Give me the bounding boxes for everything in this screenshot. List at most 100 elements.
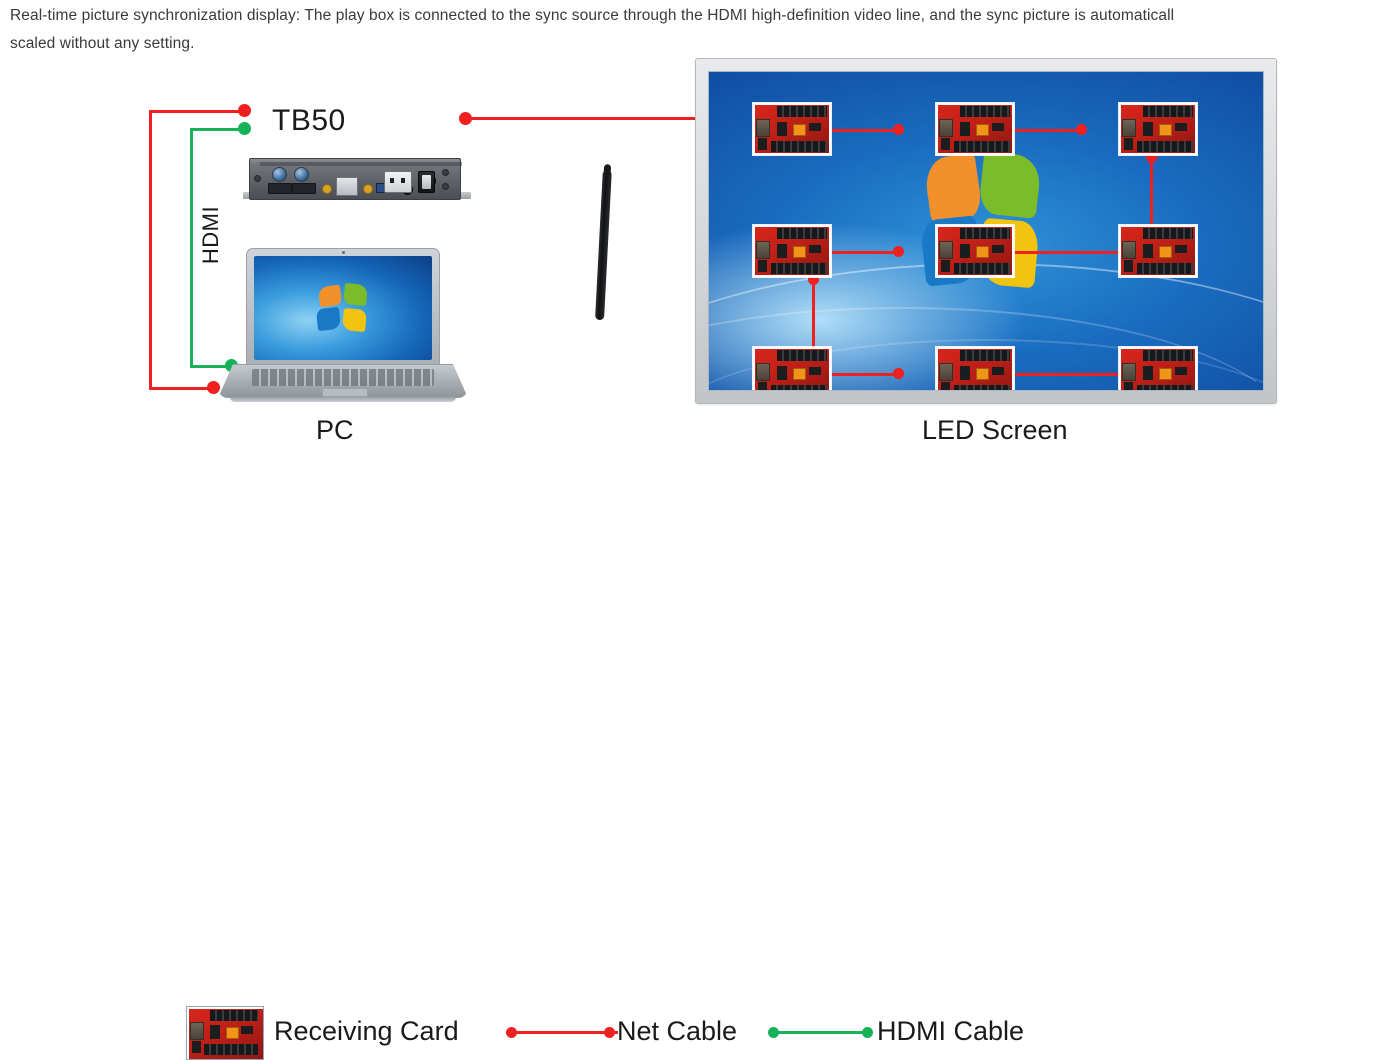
ic-chip-icon — [992, 123, 1004, 131]
ethernet-port-icon — [939, 241, 953, 259]
rca-port-icon — [272, 167, 287, 182]
pin-header-icon — [960, 350, 1010, 361]
receiving-card-pcb — [1121, 349, 1195, 390]
legend-label-hdmi-cable: HDMI Cable — [877, 1016, 1025, 1046]
receiving-card[interactable] — [1119, 347, 1197, 390]
receiving-card[interactable] — [936, 103, 1014, 155]
ic-chip-icon — [960, 244, 970, 258]
ethernet-port-icon — [939, 363, 953, 381]
fpga-chip-icon — [1159, 368, 1172, 380]
ic-chip-icon — [1143, 366, 1153, 380]
receiving-card-pcb — [938, 105, 1012, 153]
net-cable-run-row1 — [785, 129, 898, 132]
ethernet-port-icon — [336, 177, 358, 196]
pin-header-icon — [777, 350, 827, 361]
net-cable-run-col3 — [1150, 157, 1153, 253]
windows-logo-icon — [315, 282, 369, 332]
receiving-card[interactable] — [753, 347, 831, 390]
receiving-card-pcb — [755, 349, 829, 390]
hdmi-cable-segment-left — [190, 128, 193, 368]
led-screen — [695, 58, 1277, 404]
ethernet-port-icon — [756, 241, 770, 259]
pin-header-icon — [1143, 228, 1193, 239]
ic-chip-icon — [1175, 245, 1187, 253]
laptop-keyboard[interactable] — [252, 369, 434, 386]
ic-chip-icon — [941, 260, 950, 272]
antenna-icon — [595, 169, 612, 321]
laptop-screen — [254, 256, 432, 360]
diagram-canvas: Real-time picture synchronization displa… — [0, 0, 1388, 616]
fpga-chip-icon — [976, 124, 989, 136]
pin-header-icon — [960, 106, 1010, 117]
ethernet-port-icon — [939, 119, 953, 137]
ic-chip-icon — [758, 260, 767, 272]
tb50-chassis — [249, 158, 462, 200]
net-cable-run-row1 — [968, 129, 1081, 132]
pin-header-icon — [1143, 350, 1193, 361]
hdmi-port-icon — [292, 183, 316, 194]
ethernet-port-icon — [756, 119, 770, 137]
ethernet-port-icon — [1122, 241, 1136, 259]
ic-chip-icon — [1124, 260, 1133, 272]
pin-header-icon — [960, 228, 1010, 239]
hdmi-port-icon — [268, 183, 292, 194]
ic-chip-icon — [758, 382, 767, 390]
receiving-card-pcb — [755, 227, 829, 275]
ic-chip-icon — [1143, 244, 1153, 258]
hdmi-cable-segment-bottom — [190, 365, 233, 368]
laptop-trackpad[interactable] — [322, 388, 368, 397]
legend-receiving-card-swatch — [186, 1006, 264, 1060]
hdmi-cable-endpoint-tb50 — [238, 122, 251, 135]
ic-chip-icon — [1143, 122, 1153, 136]
receiving-card-pcb — [1121, 105, 1195, 153]
fpga-chip-icon — [793, 124, 806, 136]
pin-header-icon — [1137, 263, 1193, 274]
ic-chip-icon — [941, 382, 950, 390]
ic-chip-icon — [777, 366, 787, 380]
pin-header-icon — [771, 141, 827, 152]
coax-port-icon — [363, 184, 373, 194]
legend-hdmi-cable-dot-left — [768, 1027, 779, 1038]
net-cable-run-row2 — [785, 251, 898, 254]
net-cable-port-dot — [1076, 124, 1087, 135]
laptop-front-edge — [230, 397, 456, 402]
net-cable-port-dot — [893, 368, 904, 379]
fpga-chip-icon — [226, 1027, 239, 1039]
receiving-card[interactable] — [753, 103, 831, 155]
net-cable-segment-bottom — [149, 387, 218, 390]
receiving-card-pcb — [938, 349, 1012, 390]
ethernet-port-icon — [756, 363, 770, 381]
net-cable-endpoint-pc — [207, 381, 220, 394]
power-switch-icon[interactable] — [418, 171, 435, 193]
receiving-card[interactable] — [1119, 103, 1197, 155]
net-cable-port-dot — [1146, 152, 1157, 163]
ic-chip-icon — [241, 1026, 253, 1034]
pin-header-icon — [210, 1010, 258, 1021]
receiving-card[interactable] — [936, 225, 1014, 277]
net-cable-port-dot — [893, 246, 904, 257]
ic-chip-icon — [809, 123, 821, 131]
legend-net-cable-dot-right — [604, 1027, 615, 1038]
ic-chip-icon — [809, 367, 821, 375]
receiving-card-pcb — [189, 1009, 263, 1059]
pin-header-icon — [771, 385, 827, 390]
legend: Receiving Card Net Cable HDMI Cable — [0, 498, 1388, 1060]
receiving-card[interactable] — [936, 347, 1014, 390]
receiving-card[interactable] — [1119, 225, 1197, 277]
fpga-chip-icon — [1159, 246, 1172, 258]
led-screen-label: LED Screen — [922, 415, 1068, 445]
legend-hdmi-cable-dot-right — [862, 1027, 873, 1038]
receiving-card — [189, 1009, 263, 1059]
rca-port-icon — [294, 167, 309, 182]
wallpaper-swoosh — [709, 339, 1263, 390]
spdif-port-icon — [322, 184, 332, 194]
legend-net-cable-dot-left — [506, 1027, 517, 1038]
receiving-card[interactable] — [753, 225, 831, 277]
net-cable-endpoint-tb50 — [238, 104, 251, 117]
net-cable-run-col1 — [812, 279, 815, 375]
net-cable-run-row3 — [968, 373, 1152, 376]
led-screen-panel — [708, 71, 1264, 391]
net-cable-port-dot — [808, 274, 819, 285]
fpga-chip-icon — [793, 368, 806, 380]
net-cable-segment-top — [150, 110, 246, 113]
